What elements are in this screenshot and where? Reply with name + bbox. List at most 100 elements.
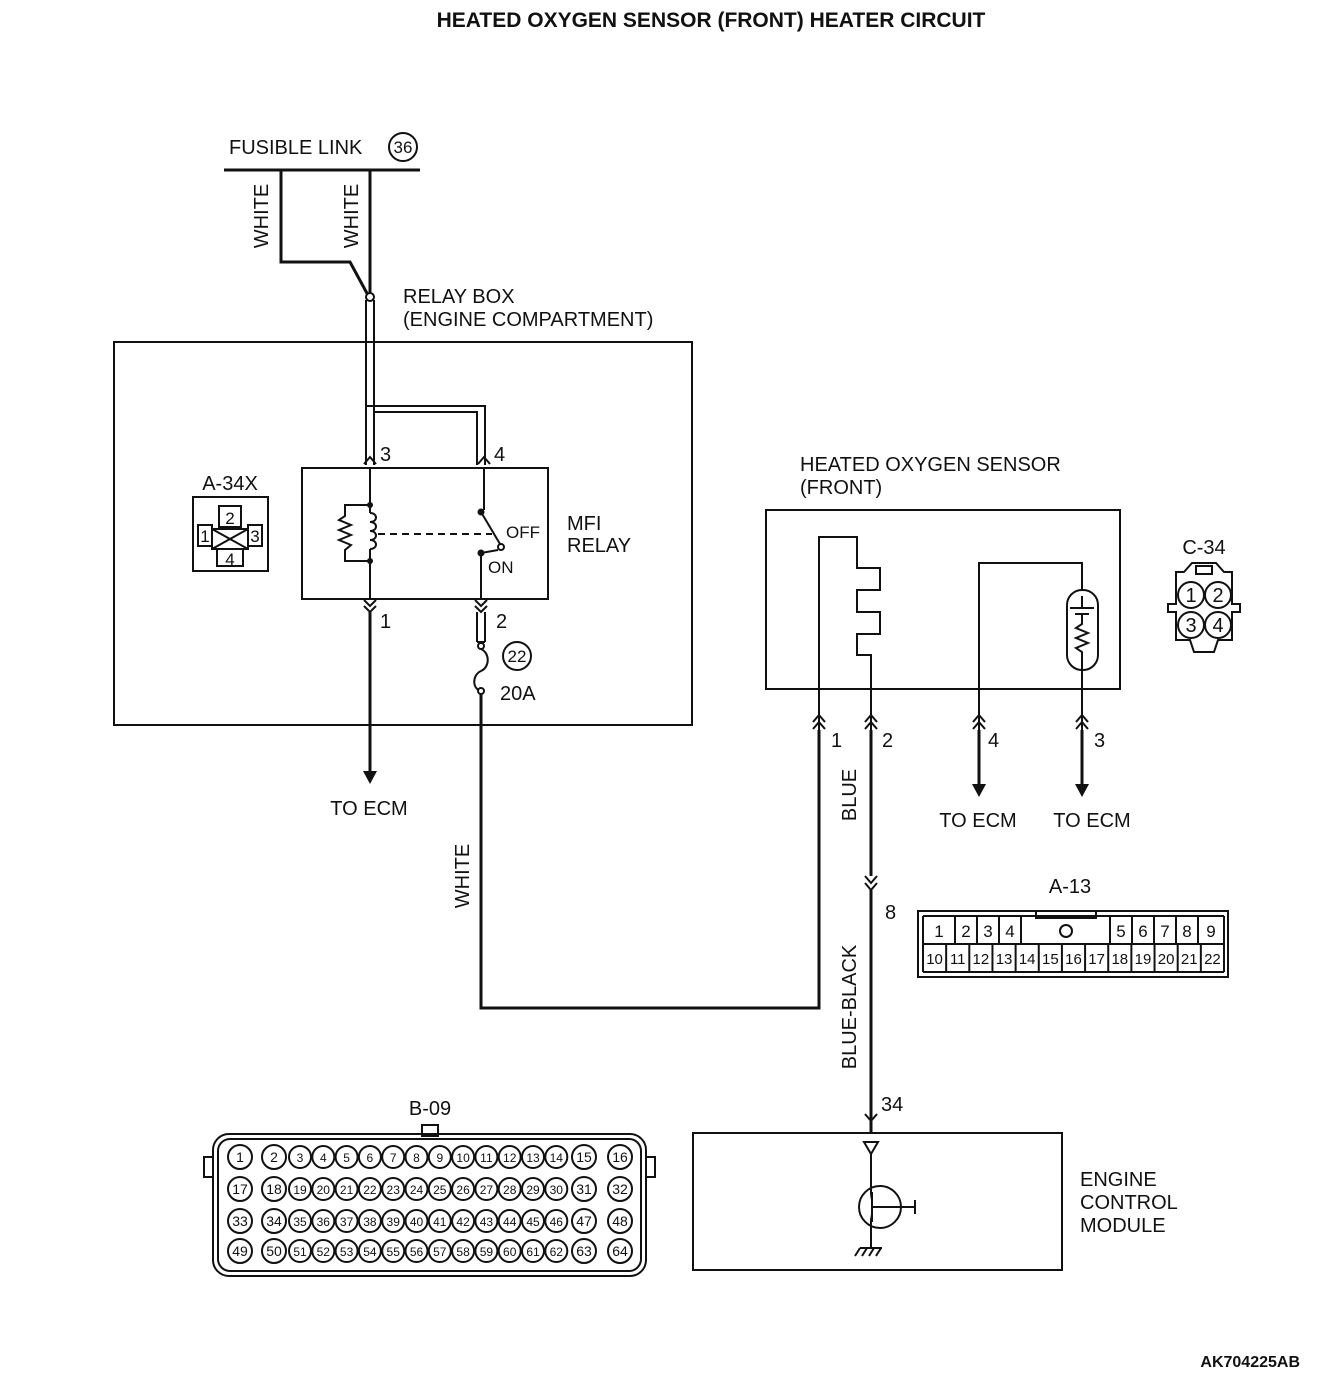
b09-pin-circle bbox=[357, 1145, 382, 1169]
b09-pin-circle bbox=[427, 1177, 452, 1201]
a13-pin: 21 bbox=[1181, 951, 1198, 968]
b09-pin: 12 bbox=[503, 1151, 517, 1165]
b09-pin: 51 bbox=[293, 1245, 307, 1259]
b09-pin-circle bbox=[544, 1239, 569, 1263]
b09-pin-circle bbox=[227, 1144, 253, 1170]
b09-pin-circle bbox=[311, 1209, 336, 1233]
sensor-pin-1: 1 bbox=[831, 730, 842, 752]
b09-pin-circle bbox=[381, 1145, 406, 1169]
wire-label-blue: BLUE bbox=[839, 769, 861, 821]
fuse-number: 22 bbox=[508, 647, 527, 666]
a13-pin: 3 bbox=[983, 922, 992, 941]
fusible-link-number-circle bbox=[388, 132, 418, 162]
b09-pin: 2 bbox=[270, 1149, 278, 1165]
ecm-label-line3: MODULE bbox=[1080, 1215, 1166, 1237]
a13-pin: 22 bbox=[1204, 951, 1221, 968]
engine-control-module: ENGINE CONTROL MODULE bbox=[692, 1132, 1178, 1271]
b09-pin-circle bbox=[288, 1239, 312, 1263]
svg-text:4: 4 bbox=[1212, 615, 1223, 637]
b09-pin: 43 bbox=[480, 1215, 494, 1229]
b09-pin: 52 bbox=[317, 1245, 331, 1259]
b09-pin: 19 bbox=[293, 1183, 307, 1197]
b09-pin-circle bbox=[381, 1177, 406, 1201]
b09-pin-circle bbox=[521, 1145, 545, 1169]
b09-pin-circle bbox=[357, 1209, 382, 1233]
fusible-link-number: 36 bbox=[394, 138, 413, 157]
b09-pin-circle bbox=[427, 1209, 452, 1233]
b09-pin: 64 bbox=[612, 1243, 628, 1259]
a13-junction-pin: 8 bbox=[885, 902, 896, 924]
svg-text:3: 3 bbox=[250, 527, 259, 546]
svg-text:1: 1 bbox=[200, 527, 209, 546]
b09-pin: 33 bbox=[232, 1213, 248, 1229]
b09-pin: 13 bbox=[526, 1151, 540, 1165]
b09-pin-circle bbox=[261, 1238, 287, 1264]
sensor-pin-2: 2 bbox=[882, 730, 893, 752]
b09-pin: 11 bbox=[480, 1151, 493, 1165]
fusible-link: FUSIBLE LINK 36 bbox=[224, 132, 420, 172]
b09-pin: 53 bbox=[340, 1245, 354, 1259]
b09-pin: 10 bbox=[456, 1151, 470, 1165]
b09-pin-circle bbox=[544, 1209, 569, 1233]
b09-pin: 27 bbox=[480, 1183, 494, 1197]
b09-pin-circle bbox=[404, 1177, 429, 1201]
b09-pin: 6 bbox=[367, 1151, 374, 1165]
b09-pin-circle bbox=[451, 1209, 476, 1233]
mfi-relay bbox=[301, 467, 549, 600]
b09-pin: 9 bbox=[436, 1151, 443, 1165]
b09-pin: 38 bbox=[363, 1215, 377, 1229]
b09-pin-circle bbox=[261, 1176, 287, 1202]
b09-pin-circle bbox=[607, 1144, 633, 1170]
b09-pin-circle bbox=[497, 1239, 522, 1263]
relay-pin-1: 1 bbox=[380, 611, 391, 633]
b09-pin-circle bbox=[497, 1209, 522, 1233]
connector-c34-id: C-34 bbox=[1182, 537, 1225, 559]
relay-to-ecm: TO ECM bbox=[330, 612, 408, 820]
b09-pin-circle bbox=[544, 1145, 569, 1169]
wire-label-white-lower: WHITE bbox=[452, 844, 474, 908]
b09-pin: 3 bbox=[297, 1151, 304, 1165]
b09-pin-circle bbox=[334, 1177, 359, 1201]
b09-pin: 15 bbox=[576, 1149, 592, 1165]
b09-pin: 8 bbox=[413, 1151, 420, 1165]
b09-pin-circle bbox=[227, 1208, 253, 1234]
b09-pin: 4 bbox=[320, 1151, 327, 1165]
b09-pin: 5 bbox=[343, 1151, 350, 1165]
b09-pin: 32 bbox=[612, 1181, 628, 1197]
wire-label-blue-black: BLUE-BLACK bbox=[839, 944, 861, 1069]
b09-pin: 14 bbox=[550, 1151, 564, 1165]
relay-pin-2: 2 bbox=[496, 611, 507, 633]
relay-switch: OFF ON bbox=[477, 468, 540, 599]
b09-pin: 47 bbox=[576, 1213, 592, 1229]
wire-label-white-left: WHITE bbox=[251, 184, 273, 248]
b09-pin-circle bbox=[521, 1239, 545, 1263]
a13-pin: 8 bbox=[1182, 922, 1191, 941]
b09-pin-circle bbox=[261, 1144, 287, 1170]
b09-pin: 30 bbox=[550, 1183, 564, 1197]
mfi-relay-label-line1: MFI bbox=[567, 513, 601, 535]
a13-pin: 16 bbox=[1065, 951, 1082, 968]
b09-pin: 31 bbox=[576, 1181, 592, 1197]
b09-pin-circle bbox=[571, 1238, 597, 1264]
b09-pin-circle bbox=[607, 1208, 633, 1234]
a13-pin: 10 bbox=[926, 951, 943, 968]
b09-pin: 58 bbox=[456, 1245, 470, 1259]
b09-pin-circle bbox=[404, 1239, 429, 1263]
b09-pin: 59 bbox=[480, 1245, 494, 1259]
b09-pin: 62 bbox=[550, 1245, 564, 1259]
b09-pin-circle bbox=[288, 1209, 312, 1233]
sensor-to-ecm-label-1: TO ECM bbox=[939, 810, 1016, 832]
b09-pin-circle bbox=[357, 1177, 382, 1201]
b09-pin-circle bbox=[497, 1145, 522, 1169]
svg-text:2: 2 bbox=[1212, 585, 1223, 607]
svg-text:2: 2 bbox=[225, 509, 234, 528]
a13-pin: 6 bbox=[1138, 922, 1147, 941]
b09-pin: 40 bbox=[410, 1215, 424, 1229]
connector-c34: C-34 1 2 3 4 bbox=[1167, 537, 1241, 653]
b09-pin-circle bbox=[261, 1208, 287, 1234]
svg-text:4: 4 bbox=[225, 550, 234, 569]
a13-pin: 19 bbox=[1135, 951, 1152, 968]
b09-pin-circle bbox=[311, 1177, 336, 1201]
